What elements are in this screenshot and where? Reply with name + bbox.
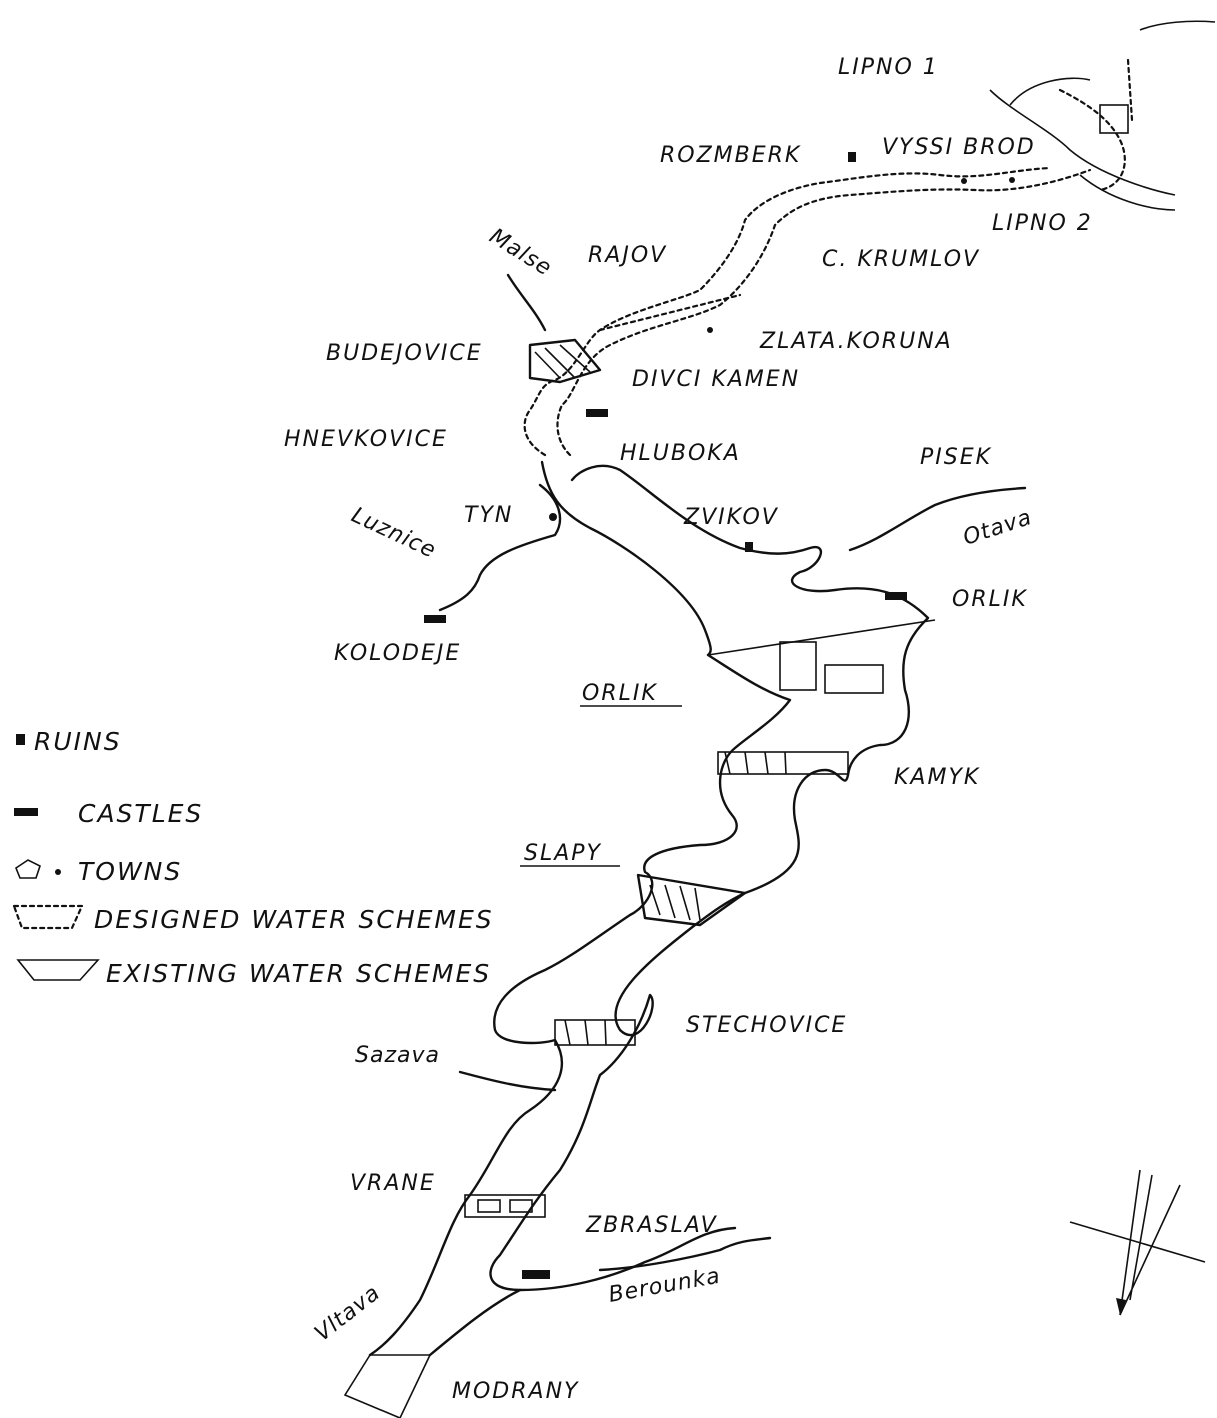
- place-orlik-castle: ORLIK: [952, 587, 1028, 612]
- place-pisek: PISEK: [920, 445, 992, 470]
- dam-vrane: [464, 1194, 546, 1218]
- dam-kamyk: [717, 751, 849, 775]
- dam-slapy: [636, 873, 747, 927]
- reservoir-orlik: ORLIK: [582, 681, 658, 706]
- town-icon: [549, 177, 1015, 521]
- north-arrow-icon: [1069, 1169, 1206, 1316]
- dam-orlik: [707, 619, 936, 694]
- place-vrane: VRANE: [350, 1171, 436, 1196]
- place-kamyk: KAMYK: [894, 765, 980, 790]
- castle-icon: [424, 409, 907, 1279]
- reservoir-slapy: SLAPY: [524, 841, 602, 866]
- legend-town-icon: [15, 859, 41, 879]
- place-lipno2: LIPNO 2: [992, 211, 1093, 236]
- place-zlata-koruna: ZLATA.KORUNA: [759, 329, 953, 354]
- river-otava: Otava: [960, 505, 1035, 551]
- place-hluboka: HLUBOKA: [620, 441, 741, 466]
- place-hnevkovice: HNEVKOVICE: [284, 427, 448, 452]
- river-luznice: Luznice: [347, 503, 440, 564]
- lipno-dam: [1099, 58, 1134, 134]
- place-rozmberk: ROZMBERK: [660, 143, 801, 168]
- legend-ruins-label: RUINS: [34, 727, 122, 756]
- legend-existing-icon: [16, 959, 100, 981]
- place-kolodeje: KOLODEJE: [334, 641, 461, 666]
- legend-castles-label: CASTLES: [78, 799, 203, 828]
- place-zbraslav: ZBRASLAV: [585, 1213, 718, 1238]
- river-vltava: Vltava: [310, 1280, 385, 1346]
- designed-schemes-upstream: [523, 20, 1216, 457]
- river-malse: Malse: [485, 224, 556, 282]
- dam-stechovice: [554, 1019, 636, 1046]
- legend-designed-label: DESIGNED WATER SCHEMES: [94, 905, 494, 934]
- place-modrany: MODRANY: [452, 1379, 579, 1404]
- place-stechovice: STECHOVICE: [686, 1013, 847, 1038]
- legend-ruins-icon: [16, 734, 25, 745]
- legend-existing-label: EXISTING WATER SCHEMES: [106, 959, 491, 988]
- legend-towns-label: TOWNS: [78, 857, 182, 886]
- place-zvikov: ZVIKOV: [683, 505, 779, 530]
- place-divci-kamen: DIVCI KAMEN: [632, 367, 800, 392]
- legend-castle-icon: [14, 808, 38, 816]
- legend-designed-icon: [12, 904, 84, 930]
- place-budejovice: BUDEJOVICE: [326, 341, 483, 366]
- legend: RUINS CASTLES TOWNS DESIGNED WATER SCHEM…: [12, 727, 494, 988]
- place-tyn: TYN: [464, 503, 513, 528]
- budejovice-town-area: [528, 338, 602, 384]
- river-sazava: Sazava: [355, 1043, 440, 1068]
- place-lipno1: LIPNO 1: [838, 55, 939, 80]
- dam-modrany: [343, 1354, 432, 1418]
- place-rajov: RAJOV: [588, 243, 667, 268]
- vltava-river-banks: [368, 273, 1027, 1357]
- place-c-krumlov: C. KRUMLOV: [822, 247, 980, 272]
- place-vyssi-brod: VYSSI BROD: [882, 135, 1036, 160]
- ruins-icon: [745, 152, 856, 552]
